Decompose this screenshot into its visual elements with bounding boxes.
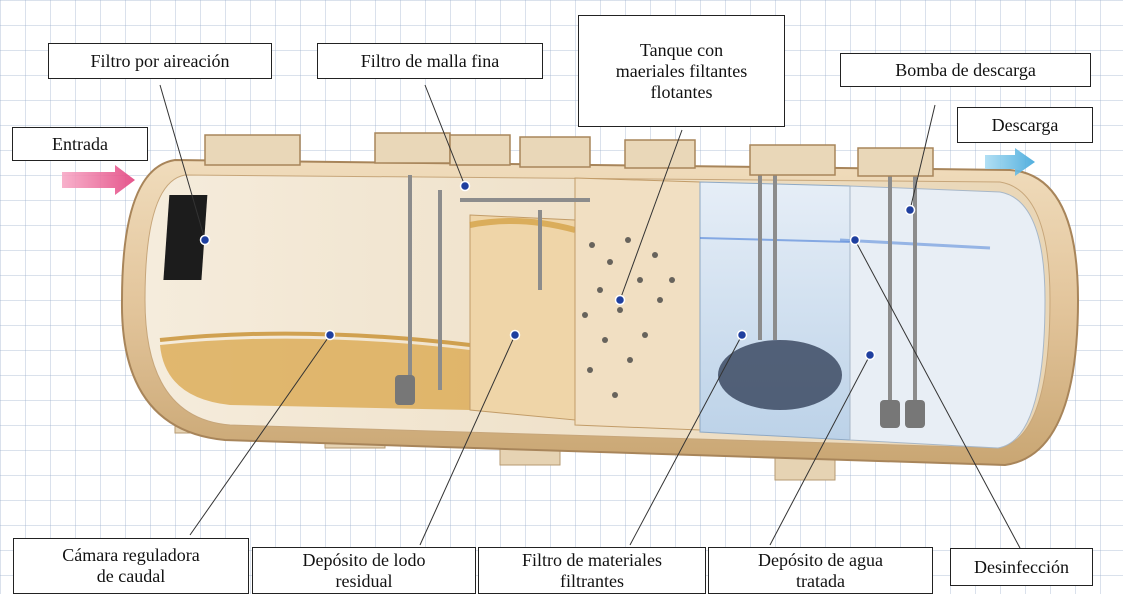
disinfection-chamber [849,185,1046,449]
label-filtro-materiales: Filtro de materiales filtrantes [478,547,706,594]
sludge-chamber [469,214,576,421]
aeration-filter-box [163,195,208,280]
pumps [395,375,925,428]
floating-media-particles [582,237,675,398]
floating-media-chamber [574,177,701,431]
label-bomba: Bomba de descarga [840,53,1091,87]
leader-lines [159,84,1021,549]
manholes [204,132,934,177]
label-camara: Cámara reguladora de caudal [13,538,249,594]
label-filtro-aireacion: Filtro por aireación [48,43,272,79]
inlet-arrow [62,165,135,195]
markers [199,180,916,361]
label-descarga: Descarga [957,107,1093,143]
pipes [408,150,917,420]
label-filtro-malla: Filtro de malla fina [317,43,543,79]
outlet-arrow [985,148,1035,176]
label-desinfeccion: Desinfección [950,548,1093,586]
label-entrada: Entrada [12,127,148,161]
label-agua-tratada: Depósito de agua tratada [708,547,933,594]
label-tanque-flotantes: Tanque con maeriales filtantes flotantes [578,15,785,127]
sludge-layer [160,338,470,410]
label-lodo: Depósito de lodo residual [252,547,476,594]
filter-media-pile [718,340,842,410]
